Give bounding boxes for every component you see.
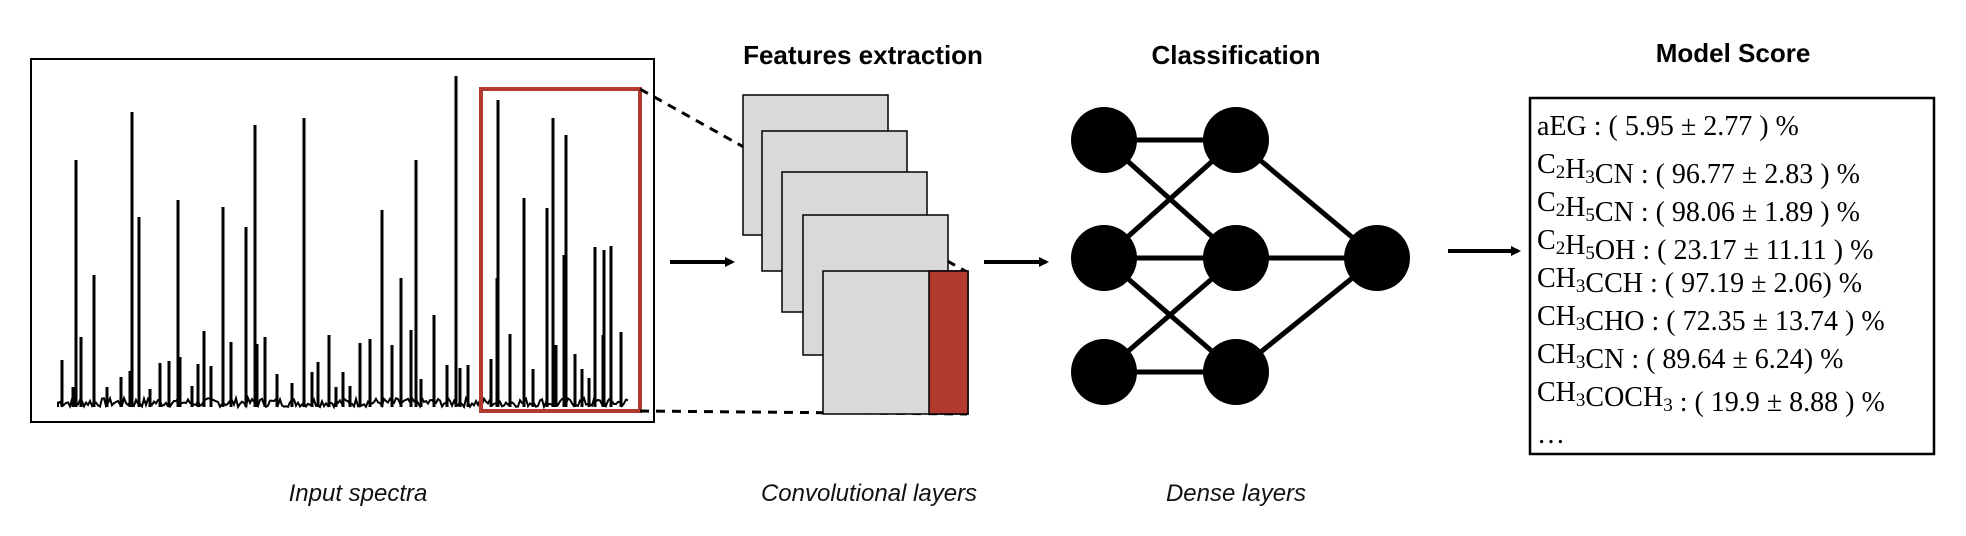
output-node — [1344, 225, 1410, 291]
caption-convolutional-layers: Convolutional layers — [761, 480, 977, 507]
hidden-node — [1203, 339, 1269, 405]
hidden-node — [1203, 107, 1269, 173]
score-line: CH3COCH3 : ( 19.9 ± 8.88 ) % — [1537, 377, 1885, 418]
features-extraction-title: Features extraction — [743, 40, 983, 70]
caption-dense-layers: Dense layers — [1166, 480, 1306, 507]
spectra-highlight-window — [479, 87, 642, 413]
input-node — [1071, 339, 1137, 405]
model-score-box — [1528, 96, 1936, 456]
score-line: C2H3CN : ( 96.77 ± 2.83 ) % — [1537, 149, 1860, 190]
score-line: CH3CHO : ( 72.35 ± 13.74 ) % — [1537, 301, 1885, 337]
caption-input-spectra: Input spectra — [289, 480, 428, 507]
score-line: C2H5CN : ( 98.06 ± 1.89 ) % — [1537, 187, 1860, 228]
spectra-frame — [30, 58, 655, 423]
score-line: CH3CCH : ( 97.19 ± 2.06) % — [1537, 263, 1862, 299]
score-line: C2H5OH : ( 23.17 ± 11.11 ) % — [1537, 225, 1873, 266]
input-node — [1071, 107, 1137, 173]
score-line: aEG : ( 5.95 ± 2.77 ) % — [1537, 111, 1799, 142]
input-node — [1071, 225, 1137, 291]
score-list: aEG : ( 5.95 ± 2.77 ) % C2H3CN : ( 96.77 … — [1537, 111, 1885, 418]
score-line: CH3CN : ( 89.64 ± 6.24) % — [1537, 339, 1843, 375]
spectrum-plot — [57, 76, 629, 410]
score-ellipsis: … — [1537, 419, 1565, 450]
model-score-title: Model Score — [1656, 38, 1811, 68]
hidden-node — [1203, 225, 1269, 291]
conv-highlight-strip — [928, 270, 969, 415]
classification-title: Classification — [1151, 40, 1320, 70]
dense-network-nodes — [1071, 107, 1410, 405]
